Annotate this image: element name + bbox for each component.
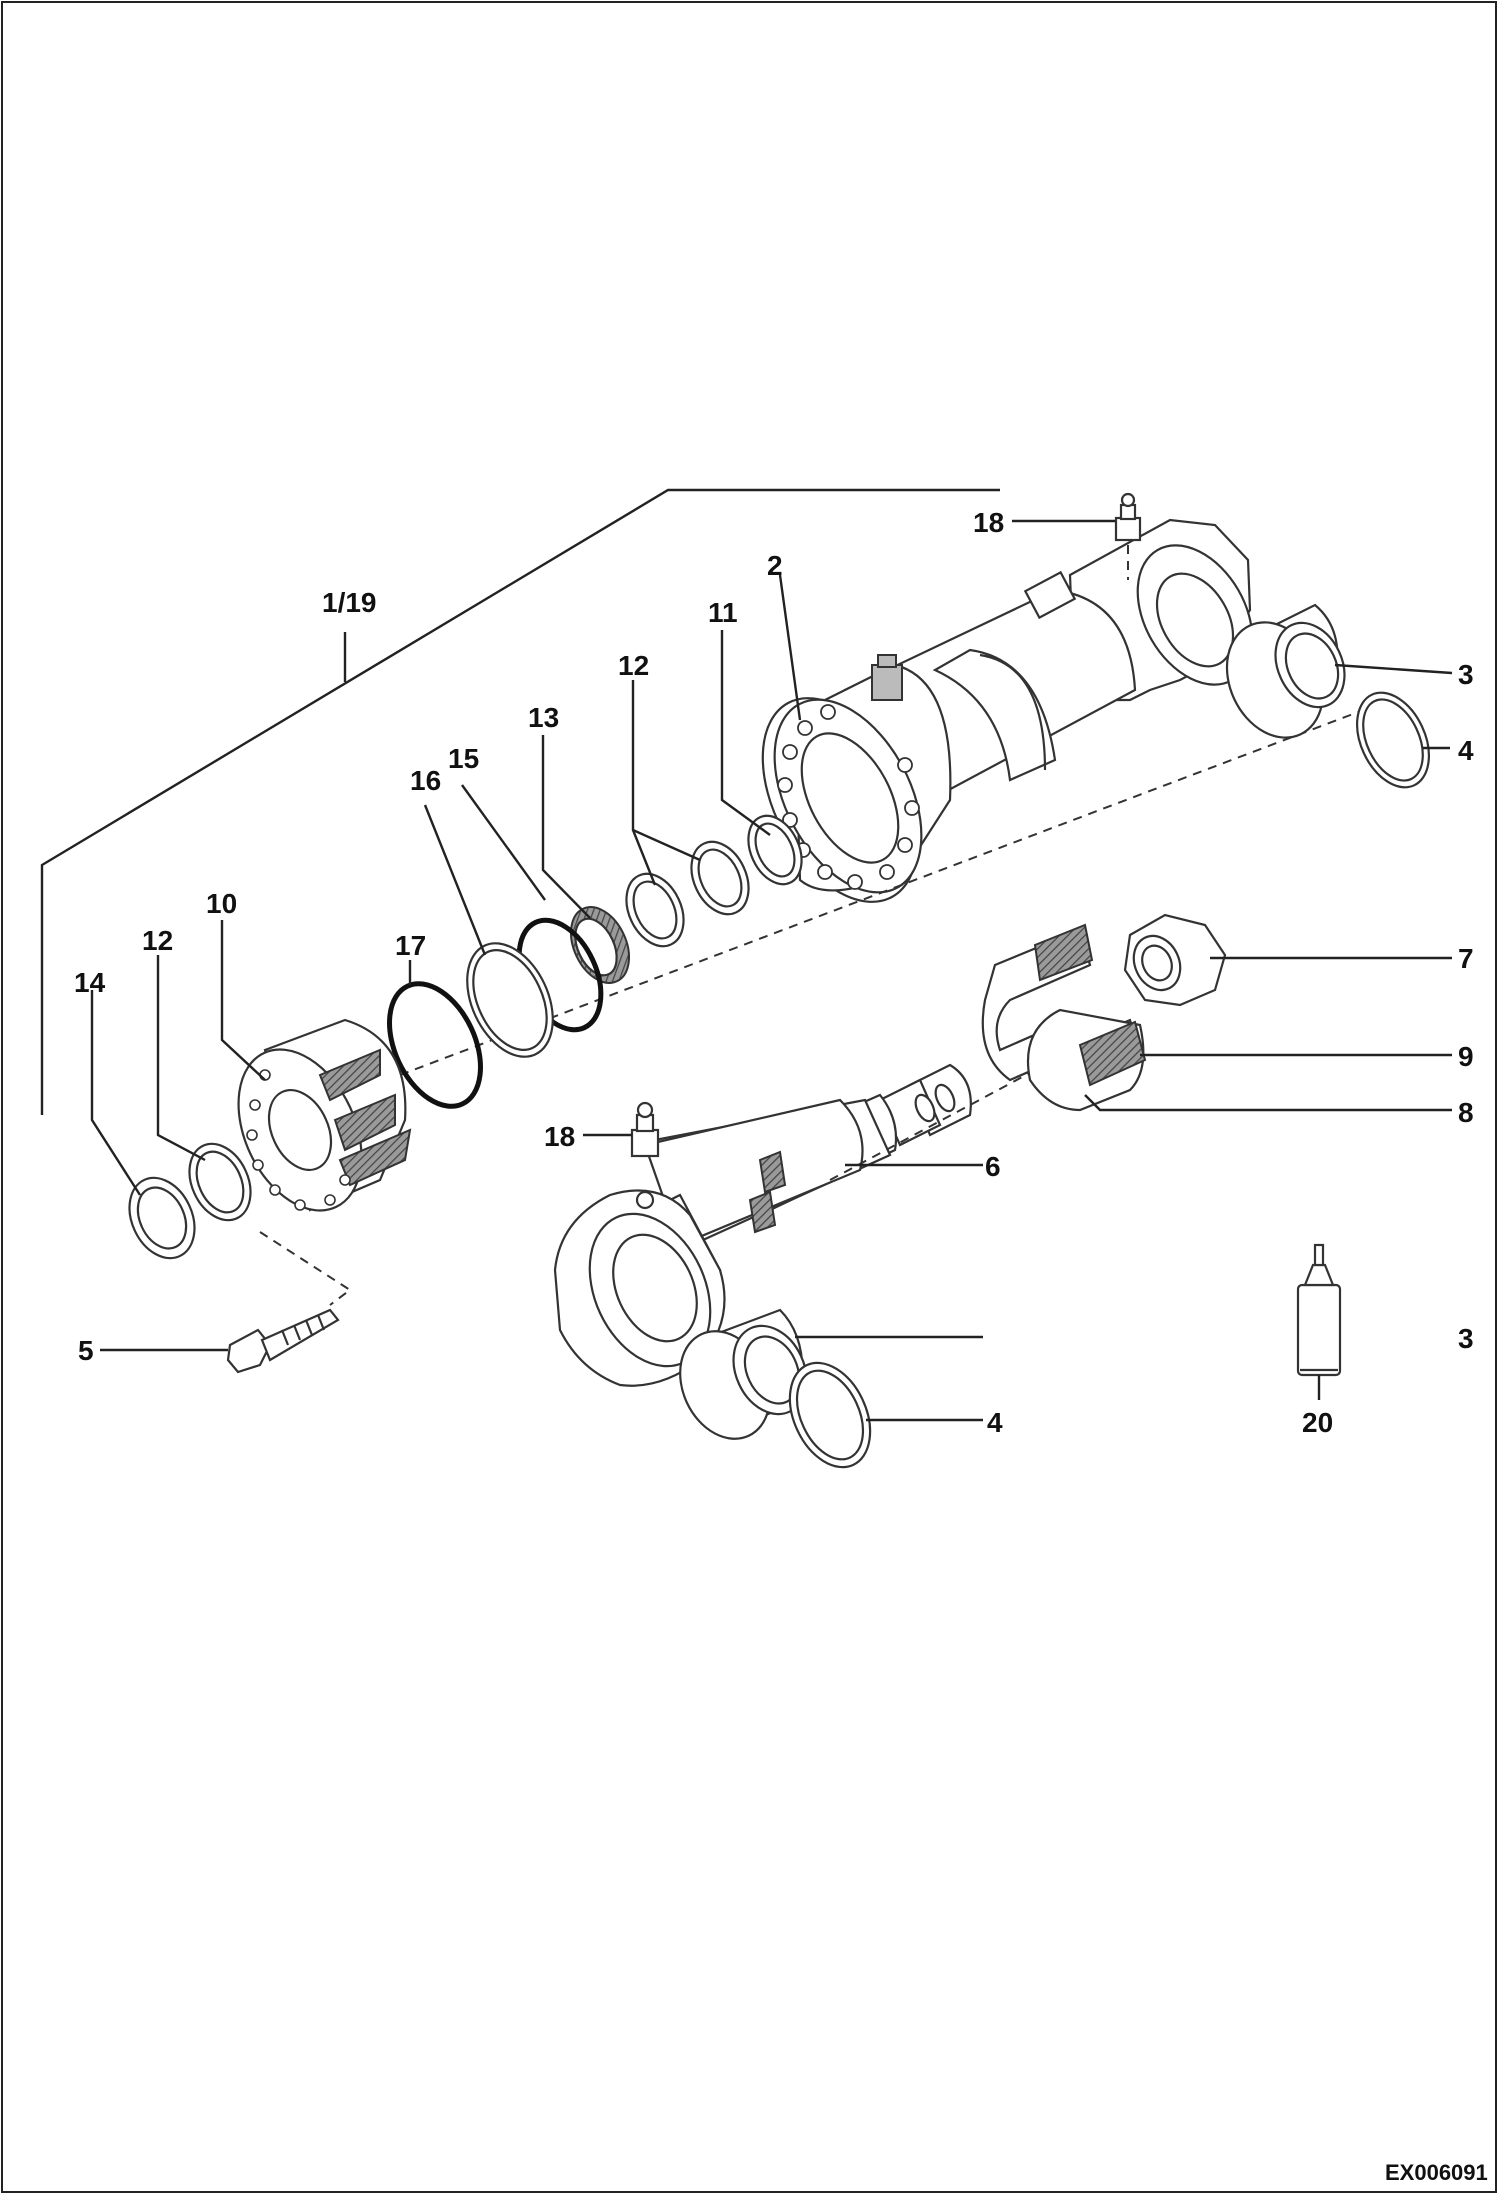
grease-tube-20 <box>1296 1243 1342 1377</box>
circlip-bottom <box>788 1361 872 1469</box>
grease-nipple-top <box>1114 492 1142 580</box>
cylinder-barrel <box>761 518 1254 903</box>
label-14: 14 <box>74 967 106 998</box>
bolt-5 <box>226 1308 340 1374</box>
drawing-code: EX006091 <box>1385 2160 1488 2185</box>
assembly-bracket-line <box>40 488 1000 1115</box>
gland-10 <box>237 1018 412 1212</box>
label-16: 16 <box>410 765 441 796</box>
label-4-bottom: 4 <box>987 1407 1003 1438</box>
label-8: 8 <box>1458 1097 1474 1128</box>
label-10: 10 <box>206 888 237 919</box>
ring-12b <box>625 872 685 948</box>
piston-rod <box>553 1063 972 1387</box>
label-3-top: 3 <box>1458 659 1474 690</box>
label-15: 15 <box>448 743 479 774</box>
label-18-top: 18 <box>973 507 1004 538</box>
oring-17 <box>387 981 483 1109</box>
grease-nipple-mid <box>630 1101 660 1158</box>
label-9: 9 <box>1458 1041 1474 1072</box>
label-11: 11 <box>708 597 738 628</box>
collar-8-9 <box>981 923 1147 1112</box>
bushing-top <box>1225 603 1346 739</box>
label-1-19: 1/19 <box>322 587 377 618</box>
wiper-13 <box>569 906 631 984</box>
ring-12-lower <box>188 1142 252 1222</box>
label-2: 2 <box>767 550 783 581</box>
leader-lines <box>90 519 1453 1422</box>
label-7: 7 <box>1458 943 1474 974</box>
ring-14 <box>128 1176 196 1260</box>
label-17: 17 <box>395 930 426 961</box>
label-6: 6 <box>985 1151 1001 1182</box>
label-20: 20 <box>1302 1407 1333 1438</box>
upper-centerline <box>399 699 1391 1076</box>
ring-16 <box>466 942 554 1058</box>
circlip-top <box>1356 691 1430 789</box>
nut-7 <box>1123 913 1227 1007</box>
label-18-mid: 18 <box>544 1121 575 1152</box>
bolt-path <box>259 1231 352 1306</box>
label-5: 5 <box>78 1335 94 1366</box>
label-13: 13 <box>528 702 559 733</box>
bushing-bottom <box>679 1308 808 1440</box>
ring-12a <box>690 840 750 916</box>
seal-11 <box>747 814 803 886</box>
label-12-upper: 12 <box>618 650 649 681</box>
label-4-top: 4 <box>1458 735 1474 766</box>
label-12-lower: 12 <box>142 925 173 956</box>
label-3-bottom: 3 <box>1458 1323 1474 1354</box>
